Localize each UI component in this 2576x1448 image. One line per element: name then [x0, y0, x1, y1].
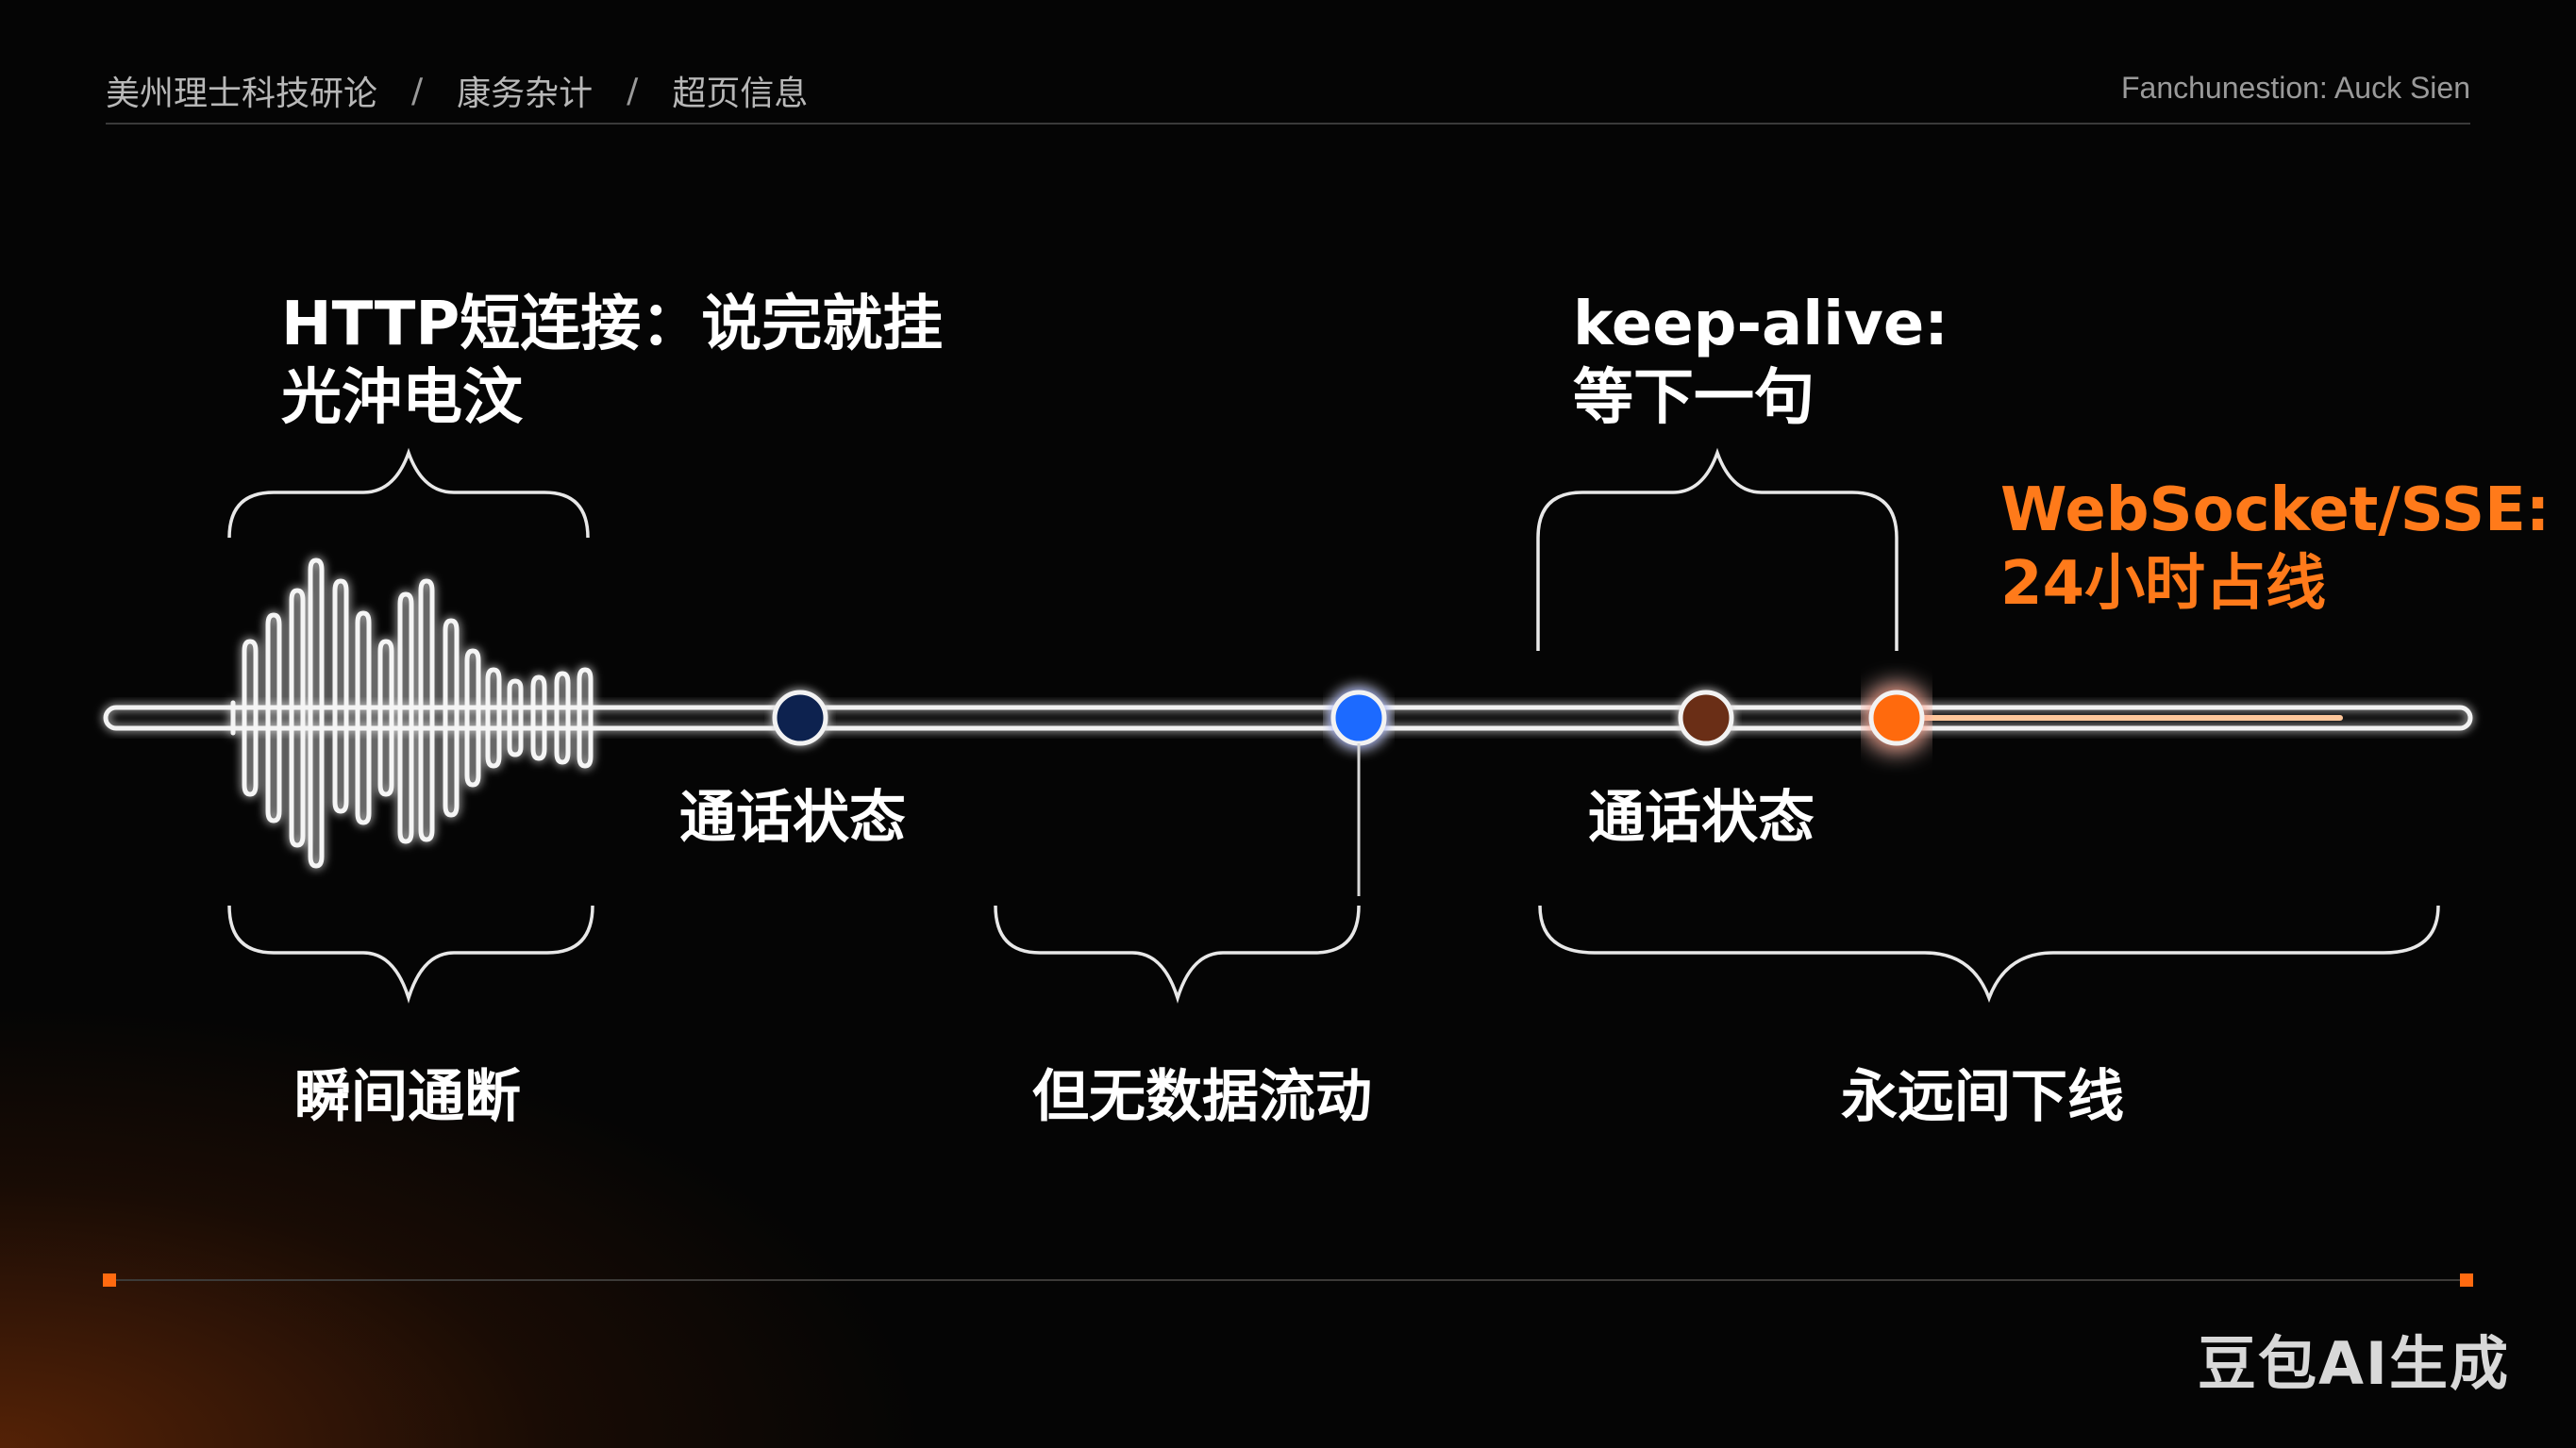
websocket-title: WebSocket/SSE: 24小时占线	[2000, 474, 2550, 621]
top-brace-1	[229, 453, 588, 538]
keepalive-title: keep-alive: 等下一句	[1573, 288, 1949, 435]
footer-divider	[109, 1279, 2467, 1281]
waveform-icon	[233, 560, 591, 866]
websocket-title-line2: 24小时占线	[2000, 547, 2550, 621]
top-brace-2	[1538, 453, 1897, 651]
call-state-label-1: 通话状态	[679, 781, 906, 855]
keepalive-title-line2: 等下一句	[1573, 361, 1949, 435]
keepalive-title-line1: keep-alive:	[1573, 288, 1949, 361]
footer-marker-right	[2460, 1273, 2473, 1287]
node-brown	[1681, 692, 1731, 743]
instant-label: 瞬间通断	[294, 1060, 521, 1134]
node-orange	[1871, 692, 1922, 743]
footer-marker-left	[103, 1273, 116, 1287]
bottom-brace-3	[1540, 906, 2438, 998]
node-dark-blue	[775, 692, 826, 743]
http-title-line1: HTTP短连接：说完就挂	[281, 288, 943, 361]
websocket-title-line1: WebSocket/SSE:	[2000, 474, 2550, 547]
http-title: HTTP短连接：说完就挂 光沖电汶	[281, 288, 943, 435]
call-state-label-2: 通话状态	[1588, 781, 1815, 855]
no-flow-label: 但无数据流动	[1032, 1060, 1372, 1134]
bottom-brace-2	[995, 906, 1359, 998]
node-blue	[1333, 692, 1384, 743]
watermark: 豆包AI生成	[2198, 1316, 2510, 1401]
never-offline-label: 永远间下线	[1841, 1060, 2124, 1134]
bottom-brace-1	[229, 906, 593, 998]
http-title-line2: 光沖电汶	[281, 361, 943, 435]
